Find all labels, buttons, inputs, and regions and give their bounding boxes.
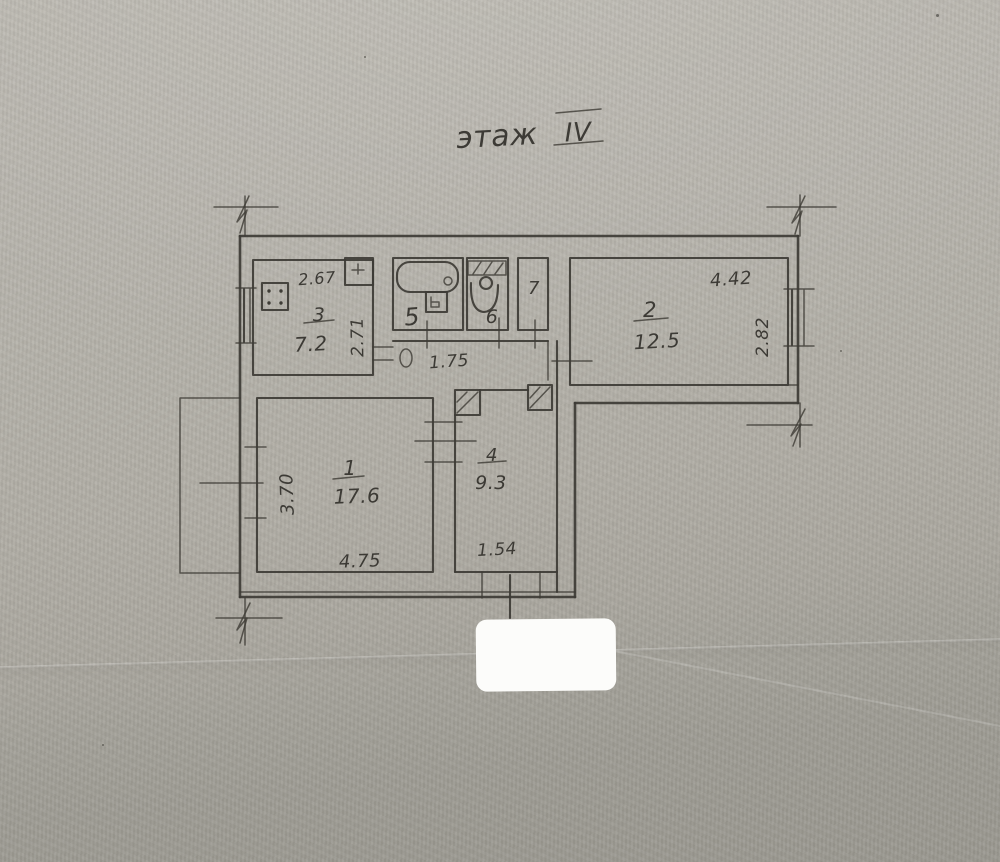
toilet-icon: [469, 275, 500, 314]
room7-closet: [516, 256, 550, 332]
room2-area: 12.5: [633, 328, 681, 354]
room1-room4-wall: [414, 413, 477, 574]
room6-number: 6: [486, 306, 499, 328]
room1-number: 1: [343, 456, 356, 480]
axis-mark-top-left: [213, 195, 279, 237]
room3-number: 3: [313, 304, 326, 326]
axis-mark-bottom-right: [746, 402, 813, 448]
room1-living: [199, 396, 435, 574]
room6-wc: [465, 256, 510, 332]
room4-area: 9.3: [475, 472, 507, 494]
dim-corridor-width: 1.75: [428, 351, 469, 374]
room4-hall: [453, 388, 559, 620]
labels: этаж IV 2.67 2.71 3 7.2 5 6 7 1.75 4.42 …: [276, 108, 773, 573]
corridor-north-wall: [391, 317, 550, 368]
title-word: этаж: [455, 117, 538, 156]
sink-icon: [424, 290, 449, 314]
vent-duct-icon: [453, 388, 482, 417]
axis-mark-top-right: [766, 194, 837, 237]
washbasin-icon: [467, 260, 507, 276]
door-swing-icon: [399, 348, 413, 368]
room2-number: 2: [643, 298, 657, 322]
stove-icon: [260, 281, 290, 312]
dim-room2-width: 4.42: [709, 268, 752, 292]
room3-kitchen: [251, 256, 394, 377]
dim-room3-width: 2.67: [298, 268, 337, 290]
room5-number: 5: [403, 302, 421, 331]
page-title: этаж IV: [455, 108, 604, 156]
vent-duct-icon: [526, 383, 554, 412]
exterior-walls: [238, 234, 800, 599]
dim-room1-width: 4.75: [339, 550, 382, 572]
room2-living: [551, 256, 790, 387]
redacted-label-whiteout: [475, 618, 617, 692]
dim-room2-depth: 2.82: [753, 317, 773, 357]
axis-mark-bottom-left: [215, 597, 283, 646]
balcony-outline: [179, 397, 241, 574]
room3-area: 7.2: [294, 331, 329, 357]
bathtub-icon: [395, 260, 460, 294]
numeral-underline: [553, 140, 604, 146]
room5-bathroom: [391, 256, 465, 332]
room7-number: 7: [528, 278, 540, 299]
numeral-overline: [555, 108, 602, 114]
dim-room3-depth: 2.71: [348, 317, 369, 357]
room1-area: 17.6: [333, 483, 380, 509]
hallway-wall: [547, 339, 559, 594]
room4-number: 4: [486, 445, 498, 466]
dim-room4-width: 1.54: [477, 539, 518, 561]
dim-room1-depth: 3.70: [276, 473, 298, 516]
vent-box-icon: [343, 256, 375, 287]
